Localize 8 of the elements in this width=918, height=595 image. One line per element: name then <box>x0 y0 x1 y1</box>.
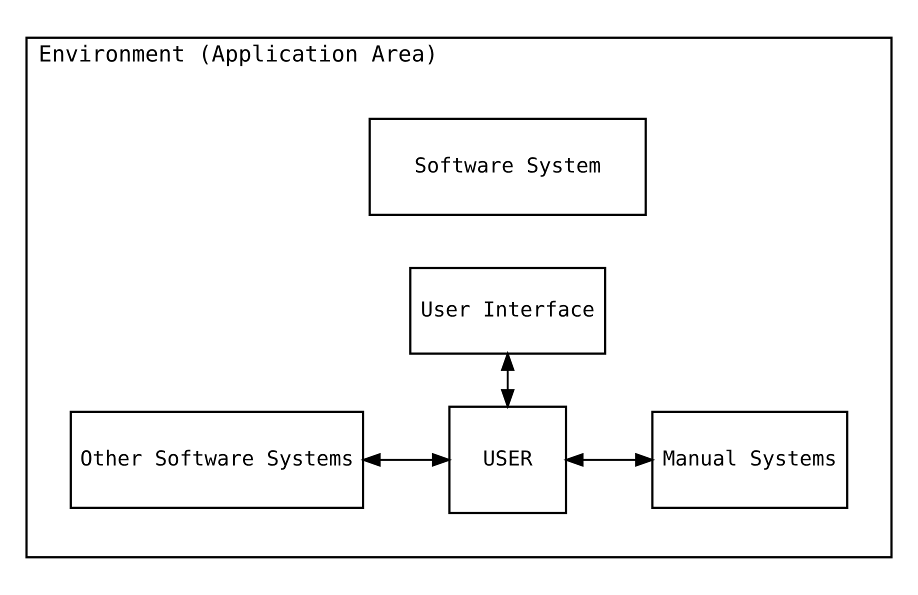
node-box: Other Software Systems <box>70 410 364 509</box>
arrow <box>500 350 515 410</box>
node-box: User Interface <box>409 266 606 355</box>
node-box: USER <box>448 406 568 514</box>
arrow <box>360 452 452 467</box>
node-box: Software System <box>368 118 647 216</box>
arrow <box>563 452 656 467</box>
node-box: Manual Systems <box>651 410 848 509</box>
